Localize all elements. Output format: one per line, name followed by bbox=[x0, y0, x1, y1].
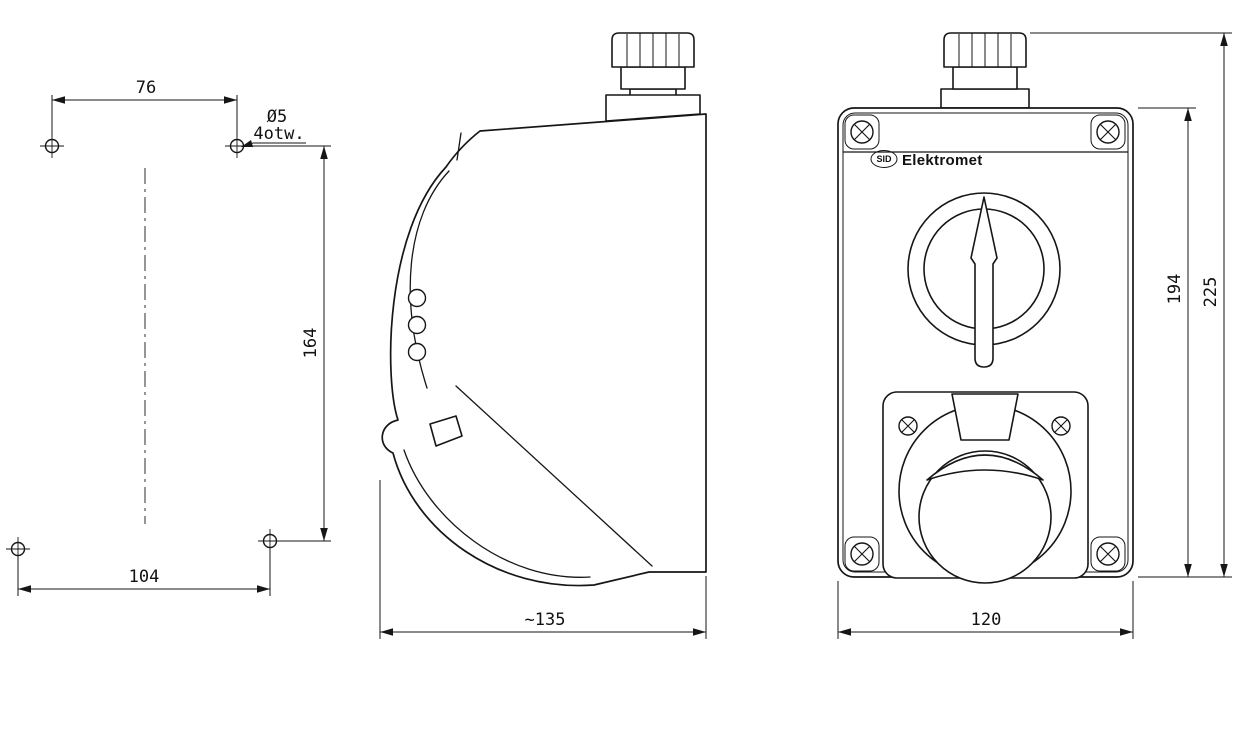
dim-label-225: 225 bbox=[1201, 277, 1221, 308]
gland-knurl-lines bbox=[626, 33, 680, 67]
cable-gland-front bbox=[940, 32, 1030, 109]
sid-logo-oval bbox=[870, 150, 898, 168]
dim-label-76: 76 bbox=[136, 78, 156, 98]
dim-vertical-hole-spacing: 164 bbox=[246, 145, 331, 542]
dim-depth: ~135 bbox=[379, 480, 707, 639]
lid-latch bbox=[951, 393, 1019, 441]
screw-pad bbox=[1090, 536, 1126, 572]
brand-logo: SID Elektromet bbox=[870, 150, 983, 169]
dim-extension-lines bbox=[51, 95, 238, 137]
dim-width: 120 bbox=[837, 581, 1134, 639]
side-view: ~135 bbox=[379, 32, 707, 639]
gland-flange bbox=[940, 88, 1030, 109]
socket-incline-edge bbox=[455, 385, 653, 567]
lid-grip bbox=[926, 454, 1044, 481]
front-view: SID Elektromet bbox=[837, 32, 1232, 639]
gland-knurl-lines bbox=[958, 33, 1012, 67]
rotary-switch bbox=[907, 192, 1061, 368]
brand-name-label: Elektromet bbox=[902, 152, 983, 169]
dim-label-hole-diameter: Ø5 bbox=[267, 107, 287, 127]
dim-label-194: 194 bbox=[1165, 274, 1185, 305]
screw-pad bbox=[844, 536, 880, 572]
dim-extension-lines bbox=[379, 480, 707, 639]
screw-pad bbox=[1090, 114, 1126, 150]
gland-hex-nut bbox=[620, 66, 686, 90]
cable-gland-side bbox=[611, 32, 695, 97]
mounting-hole-view: 76 Ø5 4otw. 164 104 bbox=[6, 78, 331, 596]
dim-label-164: 164 bbox=[301, 328, 321, 359]
screw-slot bbox=[1100, 546, 1116, 562]
dim-label-135: ~135 bbox=[525, 610, 566, 630]
side-button-1 bbox=[407, 288, 427, 308]
dim-extension-lines bbox=[246, 145, 331, 542]
dim-extension-lines bbox=[837, 581, 1134, 639]
lid-inner-arc bbox=[403, 449, 591, 578]
lid-hinge-clip bbox=[429, 415, 463, 447]
screw-slot bbox=[901, 419, 915, 433]
top-step-line bbox=[456, 132, 462, 161]
leader-arrow bbox=[241, 140, 253, 147]
hole-spec-leader: Ø5 4otw. bbox=[241, 107, 306, 147]
sid-logo-text: SID bbox=[876, 154, 892, 164]
dim-label-hole-count: 4otw. bbox=[253, 124, 304, 144]
corner-screws bbox=[844, 114, 1126, 572]
dim-bottom-hole-spacing: 104 bbox=[17, 549, 271, 596]
mounting-hole-top-left bbox=[40, 134, 64, 158]
screw-slot bbox=[854, 546, 870, 562]
screw-slot bbox=[854, 124, 870, 140]
side-button-3 bbox=[407, 342, 427, 362]
dim-overall-height: 225 bbox=[1030, 32, 1232, 577]
switch-handle bbox=[970, 196, 998, 368]
screw-slot bbox=[1100, 124, 1116, 140]
socket-lid bbox=[918, 450, 1052, 584]
enclosure-side-outline bbox=[381, 113, 707, 587]
dim-extension-lines bbox=[1138, 107, 1232, 578]
gland-hex-nut bbox=[952, 66, 1018, 90]
screw-slot bbox=[1054, 419, 1068, 433]
hole-crosshair bbox=[40, 134, 64, 158]
dim-top-hole-spacing: 76 bbox=[51, 78, 238, 137]
screw-pad bbox=[844, 114, 880, 150]
mounting-hole-bottom-right bbox=[258, 529, 282, 553]
socket-assembly bbox=[882, 391, 1089, 584]
dim-body-height: 194 bbox=[1138, 107, 1232, 578]
dim-label-104: 104 bbox=[129, 567, 160, 587]
dim-label-120: 120 bbox=[971, 610, 1002, 630]
side-button-2 bbox=[407, 315, 427, 335]
